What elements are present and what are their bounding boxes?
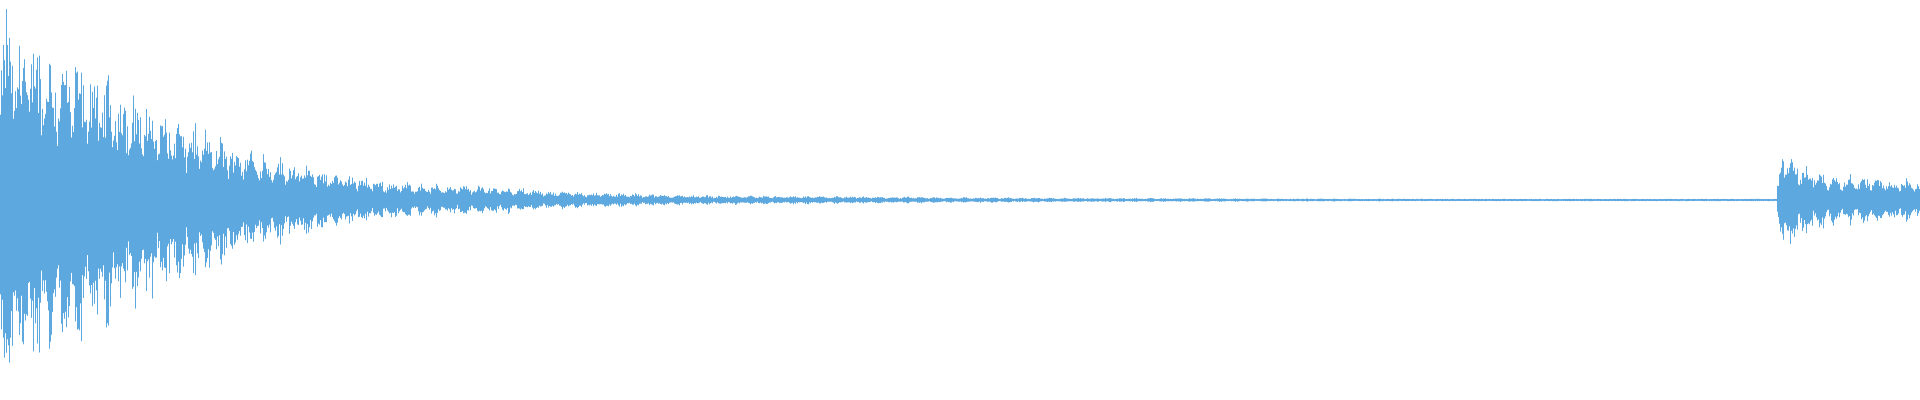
waveform-samples — [0, 9, 1920, 363]
waveform-path — [0, 9, 1920, 363]
